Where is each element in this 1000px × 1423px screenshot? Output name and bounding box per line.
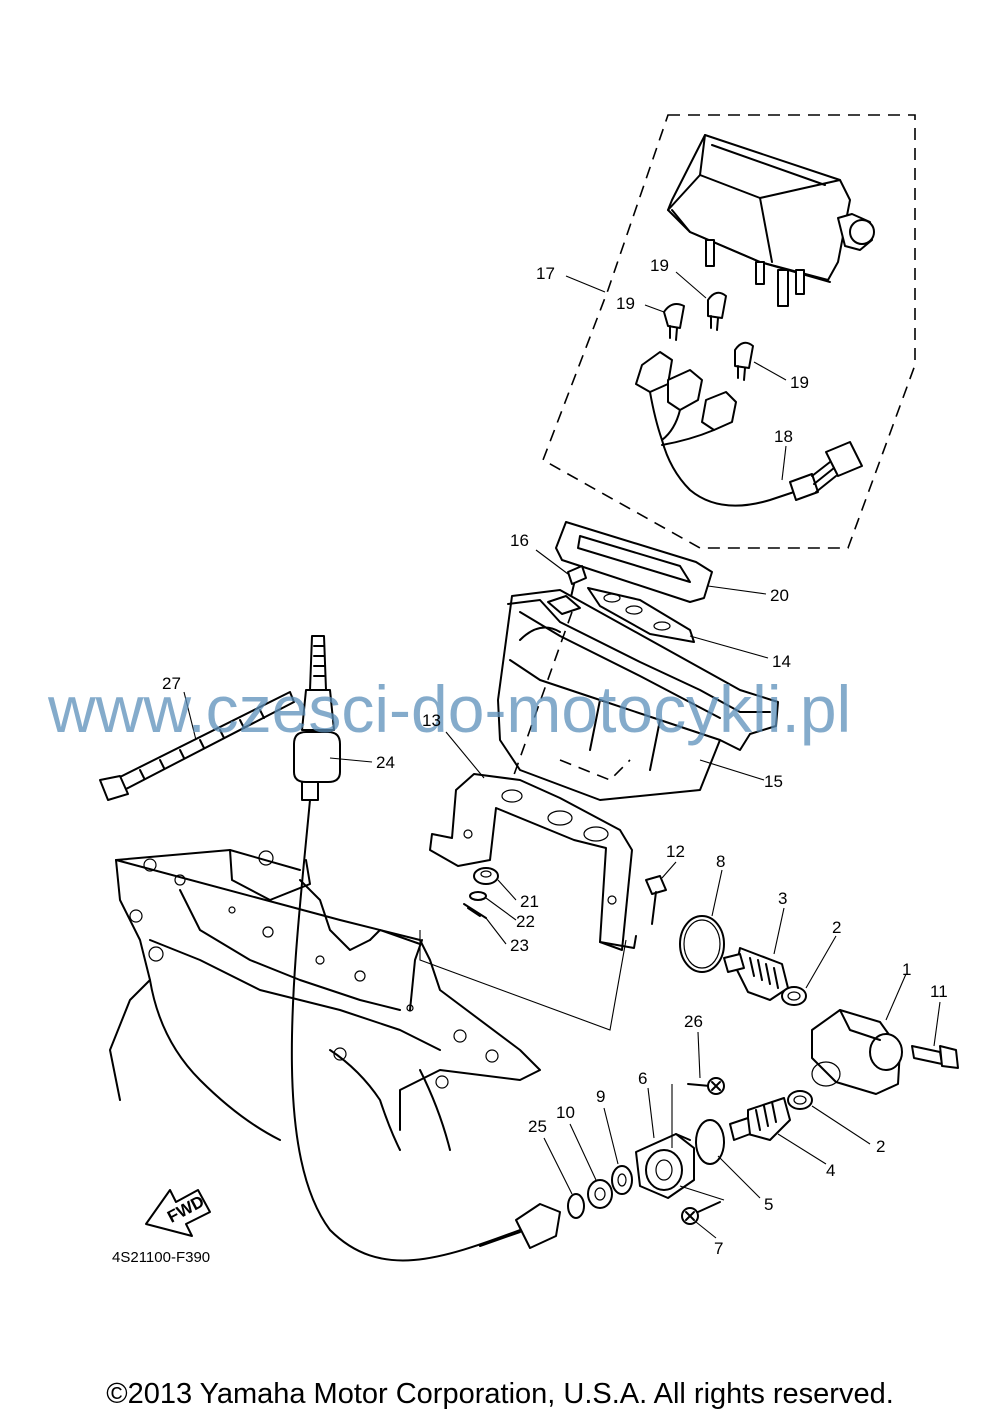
part-label: 27	[162, 674, 181, 693]
bulb-19-b	[707, 291, 727, 331]
part-label: 26	[684, 1012, 703, 1031]
o-ring-25	[567, 1193, 585, 1219]
gear-housing-1	[811, 1009, 903, 1095]
meter-harness	[635, 351, 863, 507]
part-label: 24	[376, 753, 395, 772]
part-label: 23	[510, 936, 529, 955]
part-label: 12	[666, 842, 685, 861]
part-label: 18	[774, 427, 793, 446]
diagram-code: 4S21100-F390	[112, 1249, 210, 1266]
cable-tie	[99, 691, 295, 801]
bushing-2-bottom	[787, 1090, 813, 1110]
bushing-2-top	[781, 986, 807, 1006]
part-label: 8	[716, 852, 725, 871]
part-label: 5	[764, 1195, 773, 1214]
part-label: 15	[764, 772, 783, 791]
part-labels: 17 19 19 19 18 16 20 14 27 13 24 15 12 8…	[162, 256, 948, 1258]
washer-9	[611, 1165, 633, 1195]
gear-unit-6	[635, 1133, 695, 1199]
part-label: 2	[832, 918, 841, 937]
screw-26	[687, 1077, 725, 1095]
gear-3	[723, 947, 789, 1001]
part-label: 21	[520, 892, 539, 911]
part-label: 4	[826, 1161, 835, 1180]
o-ring-8	[679, 915, 725, 973]
meter-panel	[587, 587, 695, 643]
meter-bracket	[429, 773, 637, 951]
meter-housing	[497, 589, 779, 801]
meter-assembly-boundary	[542, 114, 916, 549]
gear-4	[729, 1097, 791, 1141]
part-label: 13	[422, 711, 441, 730]
meter-cover	[555, 521, 713, 603]
copyright-notice: ©2013 Yamaha Motor Corporation, U.S.A. A…	[106, 1378, 894, 1410]
part-label: 22	[516, 912, 535, 931]
screw-7	[681, 1201, 721, 1225]
fwd-arrow-icon: FWD	[145, 1189, 211, 1237]
grommet-21	[473, 867, 499, 885]
part-label: 25	[528, 1117, 547, 1136]
frame-structure	[109, 849, 541, 1151]
part-label: 17	[536, 264, 555, 283]
watermark-text: www.czesci-do-motocykli.pl	[47, 672, 851, 746]
part-label: 19	[790, 373, 809, 392]
washer-22	[469, 891, 487, 901]
bulb-19-c	[734, 341, 754, 381]
bulb-19-a	[663, 303, 685, 341]
part-label: 16	[510, 531, 529, 550]
guide-line-a	[504, 611, 573, 801]
collar-23	[463, 903, 487, 919]
part-label: 2	[876, 1137, 885, 1156]
part-label: 6	[638, 1069, 647, 1088]
part-label: 3	[778, 889, 787, 908]
screw-12	[645, 875, 667, 925]
part-label: 20	[770, 586, 789, 605]
bolt-11	[911, 1045, 959, 1069]
part-label: 1	[902, 960, 911, 979]
part-label: 11	[930, 982, 948, 1001]
part-label: 19	[616, 294, 635, 313]
part-label: 7	[714, 1239, 723, 1258]
o-ring-5	[695, 1119, 725, 1165]
guide-line-d	[679, 1185, 725, 1201]
meter-cable	[290, 635, 561, 1262]
part-label: 10	[556, 1103, 575, 1122]
seal-10	[587, 1179, 613, 1209]
leader-lines	[183, 271, 941, 1239]
part-label: 19	[650, 256, 669, 275]
guide-line-e	[419, 930, 627, 1031]
part-label: 9	[596, 1087, 605, 1106]
part-label: 14	[772, 652, 791, 671]
meter-body	[667, 134, 875, 307]
